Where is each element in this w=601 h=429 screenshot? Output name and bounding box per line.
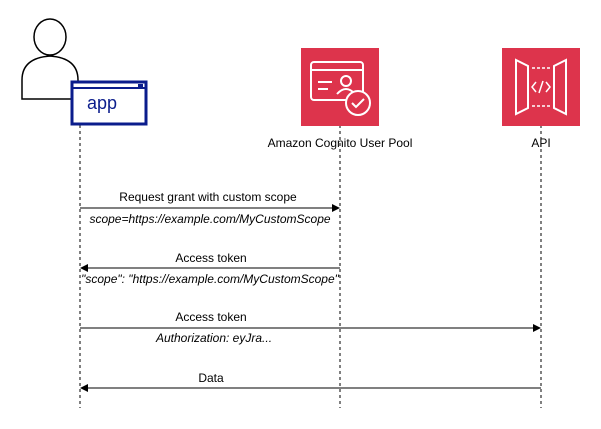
message-1-note: scope=https://example.com/MyCustomScope — [89, 212, 330, 226]
app-label: app — [87, 93, 117, 113]
app-window-icon — [70, 80, 148, 126]
message-1-label: Request grant with custom scope — [119, 190, 297, 204]
cognito-label: Amazon Cognito User Pool — [268, 136, 413, 150]
api-gateway-icon — [502, 48, 580, 126]
message-2-note: "scope": "https://example.com/MyCustomSc… — [81, 272, 340, 286]
message-3-note: Authorization: eyJra... — [155, 331, 272, 345]
cognito-user-pool-icon — [301, 48, 379, 126]
message-3-label: Access token — [175, 310, 246, 324]
api-label: API — [531, 136, 550, 150]
message-4-label: Data — [198, 371, 224, 385]
user-silhouette-icon — [21, 18, 79, 100]
message-2-label: Access token — [175, 251, 246, 265]
